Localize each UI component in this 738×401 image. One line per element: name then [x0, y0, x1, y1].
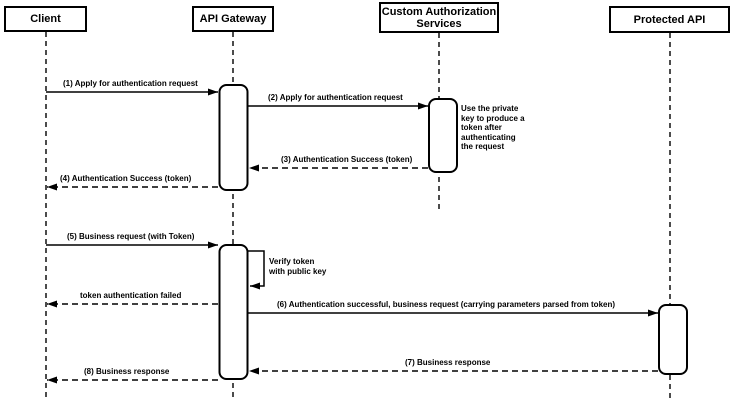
message-label-verify-token: Verify token with public key [269, 257, 327, 276]
message-label-7: (7) Business response [405, 358, 491, 367]
message-label-2: (2) Apply for authentication request [268, 93, 403, 102]
participant-api-gateway: API Gateway [192, 6, 274, 32]
participant-custom-authorization-services: Custom Authorization Services [379, 2, 499, 33]
activation-protected-api [658, 304, 688, 375]
message-label-8: (8) Business response [84, 367, 170, 376]
activation-api-gateway-2 [218, 244, 249, 380]
activation-custom-authorization [428, 98, 458, 173]
message-label-4: (4) Authentication Success (token) [60, 174, 192, 183]
message-label-6: (6) Authentication successful, business … [277, 300, 616, 309]
message-label-token-failed: token authentication failed [80, 291, 182, 300]
note-private-key: Use the private key to produce a token a… [461, 104, 525, 152]
message-arrow-self-verify-token [248, 250, 265, 290]
message-label-3: (3) Authentication Success (token) [281, 155, 413, 164]
participant-client: Client [4, 6, 87, 32]
message-label-5: (5) Business request (with Token) [67, 232, 195, 241]
message-label-1: (1) Apply for authentication request [63, 79, 198, 88]
activation-api-gateway-1 [218, 84, 249, 191]
participant-protected-api: Protected API [609, 6, 730, 33]
